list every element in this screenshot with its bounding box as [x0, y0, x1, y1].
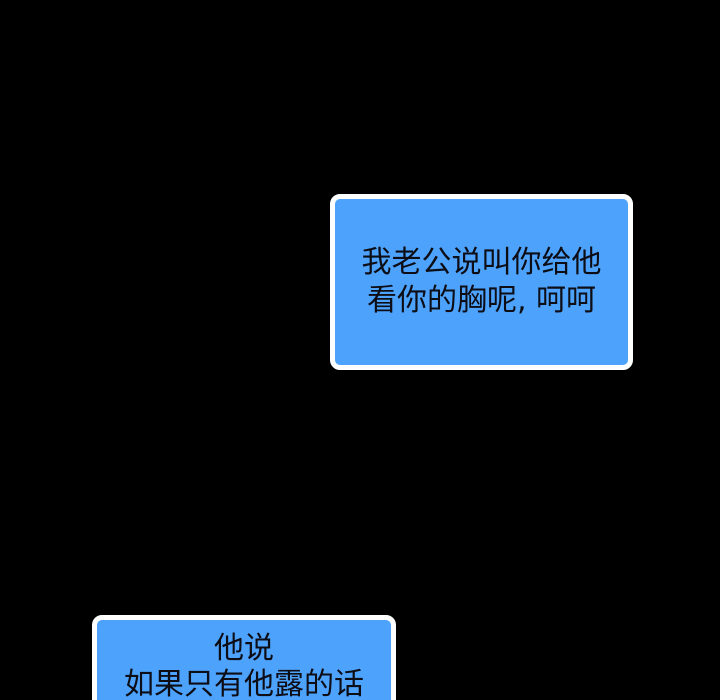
speech-line: 如果只有他露的话	[124, 667, 364, 700]
speech-bubble-bottom: 他说 如果只有他露的话	[92, 615, 396, 700]
speech-line: 看你的胸呢, 呵呵	[366, 283, 597, 318]
speech-bubble-top: 我老公说叫你给他 看你的胸呢, 呵呵	[330, 194, 633, 370]
speech-line: 他说	[214, 631, 274, 666]
speech-line: 我老公说叫你给他	[361, 245, 602, 280]
